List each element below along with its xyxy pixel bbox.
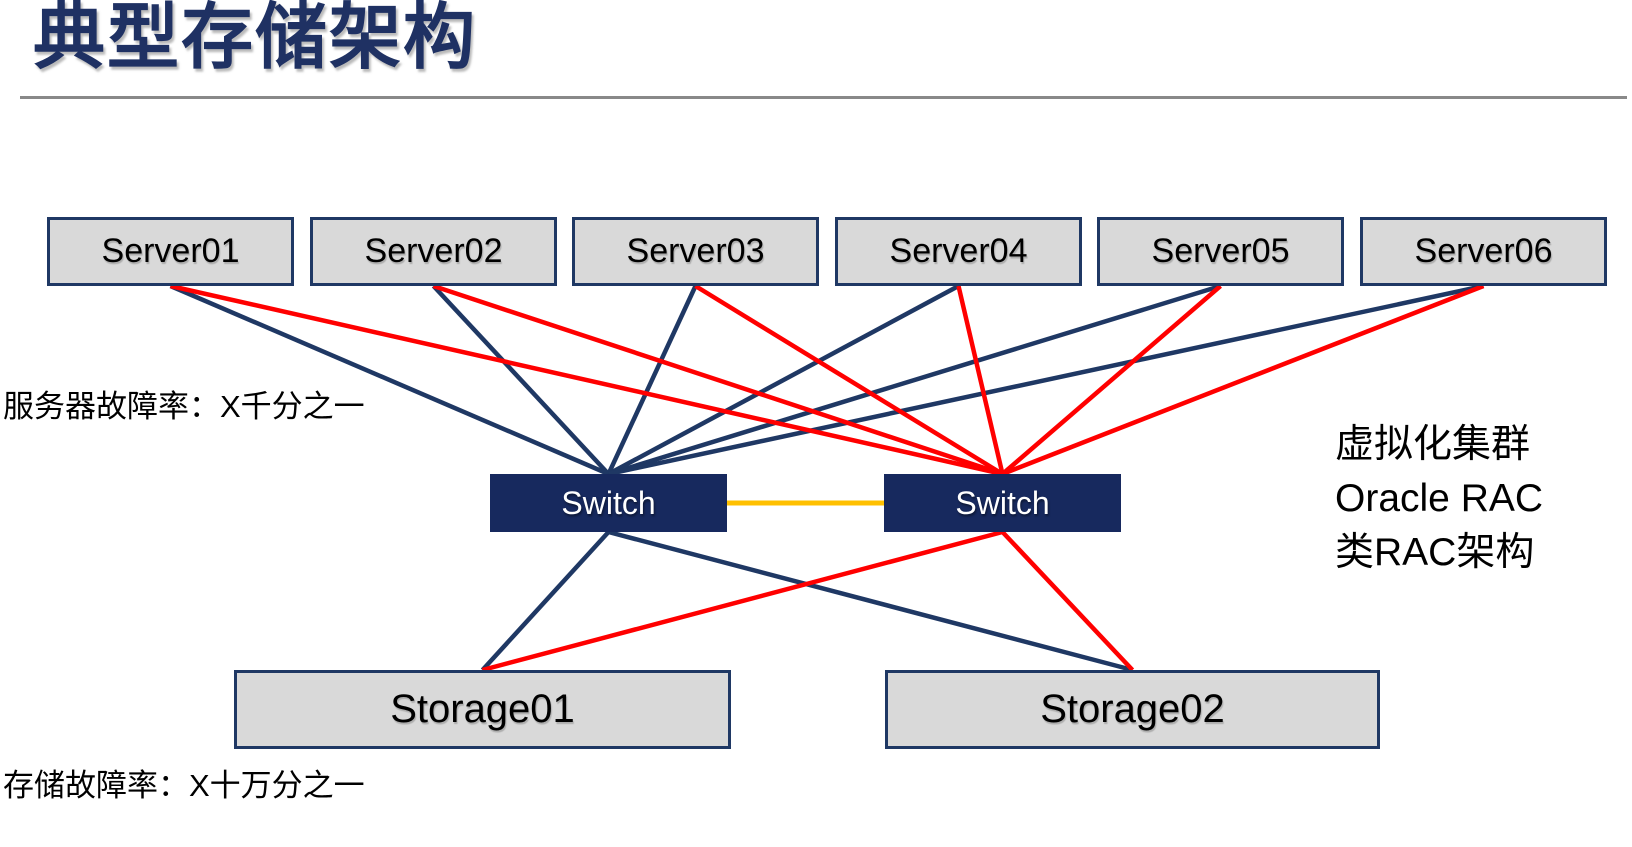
link-switch-right-to-storage02 <box>1000 530 1135 672</box>
link-server03-to-switch-right <box>694 284 1004 476</box>
storage02-label: Storage02 <box>1040 687 1225 731</box>
cluster-annotation-line1: 虚拟化集群 <box>1335 423 1531 466</box>
cluster-annotation-line2: Oracle RAC <box>1335 477 1544 520</box>
server05-box: Server05 <box>1097 217 1344 286</box>
storage-failure-rate-label: 存储故障率：X十万分之一 <box>3 768 365 803</box>
link-server01-to-switch-right <box>170 283 1003 477</box>
link-server01-to-switch-left <box>169 283 610 477</box>
server05-label: Server05 <box>1151 232 1290 270</box>
link-switch-left-to-storage02 <box>607 529 1134 673</box>
server04-box: Server04 <box>835 217 1082 286</box>
link-server02-to-switch-right <box>432 283 1004 477</box>
cluster-annotation-line3: 类RAC架构 <box>1335 531 1535 574</box>
server01-label: Server01 <box>101 232 240 270</box>
server02-box: Server02 <box>310 217 557 286</box>
server01-box: Server01 <box>47 217 294 286</box>
storage01-label: Storage01 <box>390 687 575 731</box>
link-server04-to-switch-right <box>956 285 1005 475</box>
storage01-box: Storage01 <box>234 670 731 749</box>
link-switch-right-to-storage01 <box>481 529 1004 673</box>
link-switch-left-to-storage01 <box>480 530 611 672</box>
link-server02-to-switch-left <box>431 284 611 476</box>
storage02-box: Storage02 <box>885 670 1380 749</box>
link-server06-to-switch-left <box>608 283 1484 477</box>
switch-right-label: Switch <box>955 485 1050 521</box>
page-title: 典型存储架构 <box>33 0 478 78</box>
server02-label: Server02 <box>364 232 503 270</box>
server06-label: Server06 <box>1414 232 1553 270</box>
server06-box: Server06 <box>1360 217 1607 286</box>
server04-label: Server04 <box>889 232 1028 270</box>
server-failure-rate-label: 服务器故障率：X千分之一 <box>3 389 365 424</box>
link-server04-to-switch-left <box>607 284 960 476</box>
link-server05-to-switch-left <box>607 283 1222 477</box>
link-server06-to-switch-right <box>1001 283 1485 477</box>
link-server05-to-switch-right <box>1001 284 1222 476</box>
switch-right-box: Switch <box>884 474 1121 532</box>
cluster-annotation: 虚拟化集群 Oracle RAC 类RAC架构 <box>1335 418 1543 580</box>
link-server03-to-switch-left <box>606 285 698 475</box>
server03-label: Server03 <box>626 232 765 270</box>
title-divider-line <box>20 96 1627 99</box>
switch-left-box: Switch <box>490 474 727 532</box>
switch-left-label: Switch <box>561 485 656 521</box>
server03-box: Server03 <box>572 217 819 286</box>
